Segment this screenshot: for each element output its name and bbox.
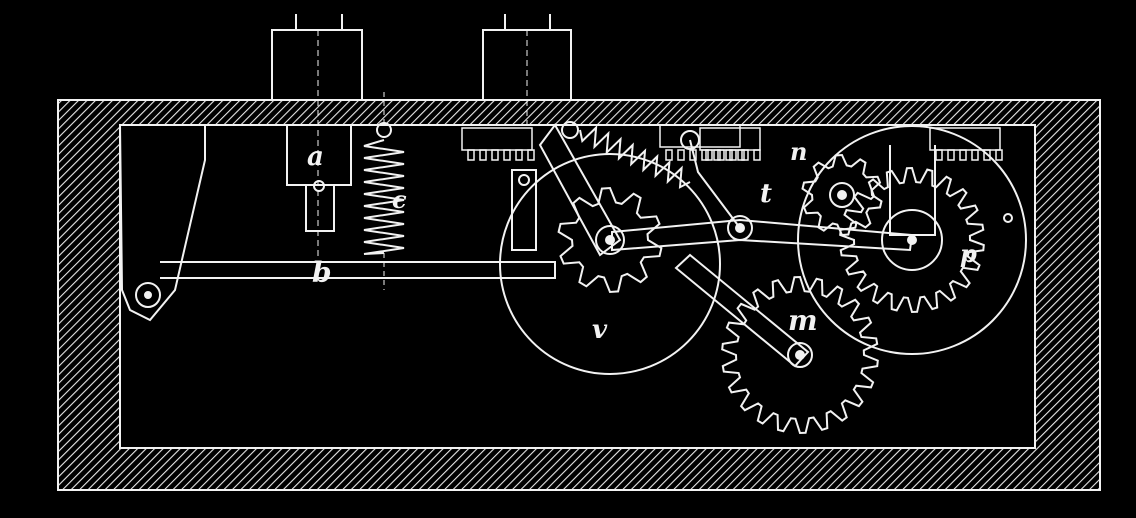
bracket-tooth xyxy=(995,149,1003,161)
label-v: v xyxy=(592,315,608,345)
bracket-tooth xyxy=(983,149,991,161)
bracket-tooth xyxy=(725,149,733,161)
gear-m xyxy=(721,275,879,435)
spring-t xyxy=(579,125,691,189)
label-m: m xyxy=(788,304,818,337)
bracket-rows xyxy=(461,124,1003,161)
bracket-tooth xyxy=(947,149,955,161)
bracket-tooth xyxy=(491,149,499,161)
bracket-tooth xyxy=(705,149,713,161)
plunger-a xyxy=(286,124,352,232)
connecting-arms xyxy=(538,121,936,368)
label-b: b xyxy=(312,256,332,289)
label-p: p xyxy=(960,239,977,268)
label-c: c xyxy=(392,185,407,214)
bracket-tooth xyxy=(741,149,749,161)
bracket-tooth xyxy=(665,149,673,161)
disc-v xyxy=(499,153,721,375)
disc-right xyxy=(797,125,1027,355)
bracket-tooth xyxy=(729,149,737,161)
bracket-tooth xyxy=(737,149,745,161)
bracket-tooth xyxy=(515,149,523,161)
guide-rod xyxy=(511,169,537,251)
bracket-tooth xyxy=(753,149,761,161)
bracket-tooth xyxy=(479,149,487,161)
top-button-left xyxy=(271,14,363,260)
bracket-tooth xyxy=(971,149,979,161)
label-a: a xyxy=(307,142,324,172)
top-button-right xyxy=(482,14,572,130)
bracket-tooth xyxy=(717,149,725,161)
lever-b xyxy=(118,124,556,322)
gear-mid xyxy=(801,153,883,237)
bracket-tooth xyxy=(701,149,709,161)
spring-c xyxy=(363,92,405,290)
label-n: n xyxy=(790,137,807,166)
labels: a c b v m t n p xyxy=(307,137,977,345)
bracket-tooth xyxy=(503,149,511,161)
label-t: t xyxy=(760,179,772,209)
bracket-tooth xyxy=(713,149,721,161)
bracket-tooth xyxy=(677,149,685,161)
bracket-tooth xyxy=(959,149,967,161)
gear-train xyxy=(557,153,985,435)
gear-p xyxy=(839,166,985,314)
bracket-tooth xyxy=(527,149,535,161)
bracket-tooth xyxy=(467,149,475,161)
